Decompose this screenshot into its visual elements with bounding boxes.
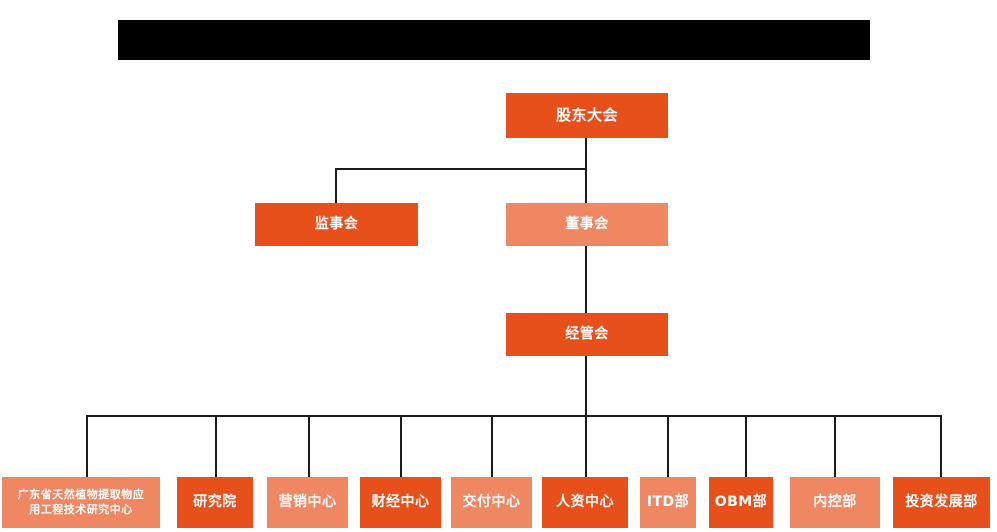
org-node-guangdong-research-center[interactable]: 广东省天然植物提取物应 用工程技术研究中心	[2, 477, 160, 528]
org-node-board-of-supervisors[interactable]: 监事会	[255, 203, 418, 246]
seg-drop-obm	[745, 415, 747, 477]
org-node-label-itd-department: ITD部	[646, 493, 690, 510]
org-node-label-research-institute: 研究院	[193, 493, 237, 510]
seg-supervisors-drop	[335, 168, 337, 204]
org-node-marketing-center[interactable]: 营销中心	[267, 477, 348, 528]
org-node-label-marketing-center: 营销中心	[278, 493, 337, 510]
org-node-delivery-center[interactable]: 交付中心	[451, 477, 532, 528]
org-node-board-of-directors[interactable]: 董事会	[506, 203, 668, 246]
seg-drop-finance	[400, 415, 402, 477]
org-node-label-board-of-directors: 董事会	[565, 215, 609, 232]
org-node-itd-department[interactable]: ITD部	[640, 477, 696, 528]
org-node-label-hr-center: 人资中心	[556, 493, 614, 510]
seg-shareholders-bus	[335, 168, 586, 170]
org-node-label-guangdong-research-center: 广东省天然植物提取物应 用工程技术研究中心	[17, 488, 145, 516]
org-node-label-management-committee: 经管会	[565, 325, 609, 342]
seg-departments-bus	[86, 415, 941, 417]
org-node-finance-center[interactable]: 财经中心	[360, 477, 441, 528]
seg-drop-hr	[585, 415, 587, 477]
seg-drop-marketing	[308, 415, 310, 477]
seg-drop-research	[215, 415, 217, 477]
org-node-label-internal-control-department: 内控部	[813, 493, 857, 510]
org-node-management-committee[interactable]: 经管会	[506, 313, 668, 356]
seg-drop-internal-control	[834, 415, 836, 477]
org-node-internal-control-department[interactable]: 内控部	[790, 477, 880, 528]
org-node-label-investment-development-department: 投资发展部	[905, 493, 978, 510]
seg-drop-delivery	[491, 415, 493, 477]
seg-mgmt-stem	[585, 356, 587, 416]
org-node-label-board-of-supervisors: 监事会	[314, 215, 359, 232]
org-node-obm-department[interactable]: OBM部	[709, 477, 773, 528]
org-node-hr-center[interactable]: 人资中心	[542, 477, 628, 528]
seg-shareholders-stem	[585, 138, 587, 170]
org-node-shareholders-meeting[interactable]: 股东大会	[506, 93, 668, 138]
redacted-title-banner	[118, 20, 870, 60]
seg-drop-itd	[667, 415, 669, 477]
org-node-label-shareholders-meeting: 股东大会	[555, 105, 618, 124]
org-node-label-finance-center: 财经中心	[371, 493, 430, 510]
seg-directors-drop	[585, 168, 587, 204]
org-node-label-delivery-center: 交付中心	[462, 493, 521, 510]
seg-directors-to-mgmt	[585, 246, 587, 314]
seg-drop-guangdong	[86, 415, 88, 477]
org-node-investment-development-department[interactable]: 投资发展部	[893, 477, 990, 528]
org-node-research-institute[interactable]: 研究院	[177, 477, 253, 528]
seg-drop-investment	[940, 415, 942, 477]
org-node-label-obm-department: OBM部	[714, 493, 768, 510]
